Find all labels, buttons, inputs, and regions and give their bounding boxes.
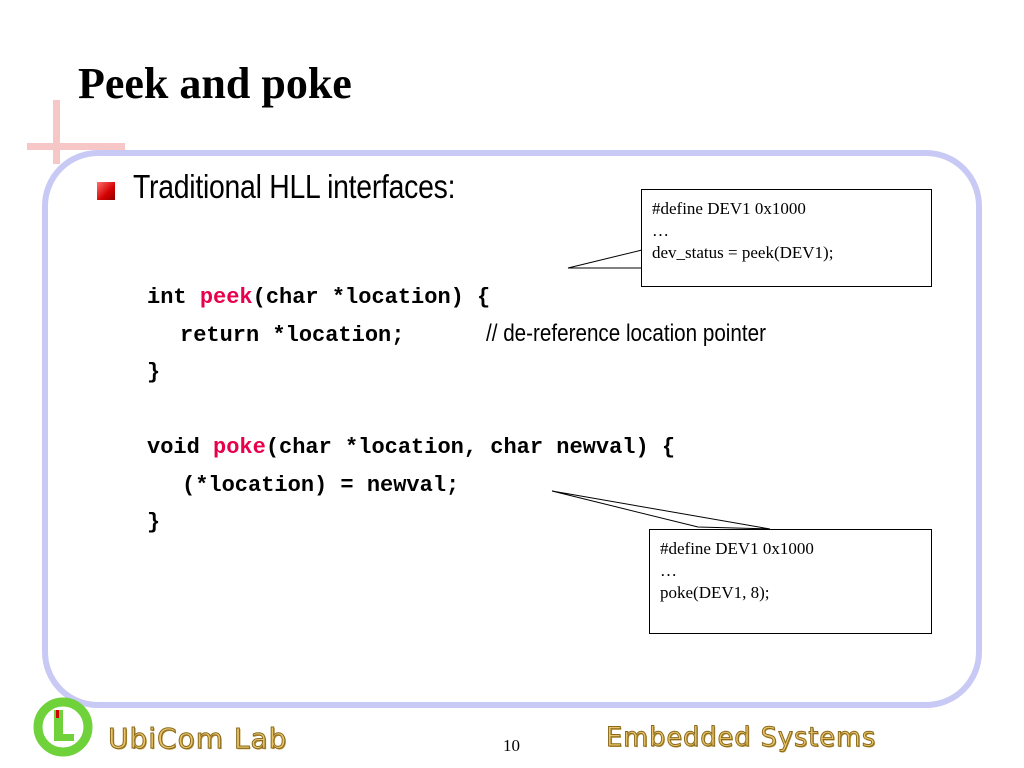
code-line-peek-close: }	[147, 360, 161, 385]
peek-callout-box: #define DEV1 0x1000 … dev_status = peek(…	[641, 189, 932, 287]
code-line-peek-signature: int peek(char *location) {	[147, 285, 490, 311]
callout-line: #define DEV1 0x1000	[660, 539, 814, 558]
code-function-peek: peek	[199, 285, 253, 310]
poke-callout-pointer	[551, 490, 771, 530]
callout-line: poke(DEV1, 8);	[660, 583, 770, 602]
peek-callout-pointer	[567, 249, 643, 269]
code-line-poke-assign: (*location) = newval;	[182, 473, 460, 498]
bullet-text: Traditional HLL interfaces:	[133, 168, 456, 205]
code-line-peek-return: return *location;	[180, 323, 405, 348]
code-function-poke: poke	[213, 435, 266, 460]
page-number: 10	[503, 736, 520, 755]
poke-callout-box: #define DEV1 0x1000 … poke(DEV1, 8);	[649, 529, 932, 634]
code-line-poke-signature: void poke(char *location, char newval) {	[147, 435, 675, 461]
code-params: (char *location) {	[252, 285, 491, 310]
slide-title: Peek and poke	[78, 59, 352, 108]
callout-line: …	[652, 221, 669, 240]
decorative-cross-horizontal	[27, 143, 125, 150]
callout-line: #define DEV1 0x1000	[652, 199, 806, 218]
bullet-square-icon	[97, 182, 115, 200]
footer-course-name: Embedded Systems	[606, 722, 877, 754]
callout-line: dev_status = peek(DEV1);	[652, 243, 834, 262]
code-comment: // de-reference location pointer	[486, 320, 766, 347]
code-params: (char *location, char newval) {	[265, 435, 676, 460]
callout-line: …	[660, 561, 677, 580]
content-frame	[42, 150, 982, 708]
footer-lab-name: UbiCom Lab	[107, 722, 288, 756]
code-line-poke-close: }	[147, 510, 161, 535]
decorative-cross-vertical	[53, 100, 60, 164]
code-keyword: int	[147, 285, 200, 310]
ubicom-logo-icon	[33, 697, 93, 757]
code-keyword: void	[147, 435, 214, 460]
